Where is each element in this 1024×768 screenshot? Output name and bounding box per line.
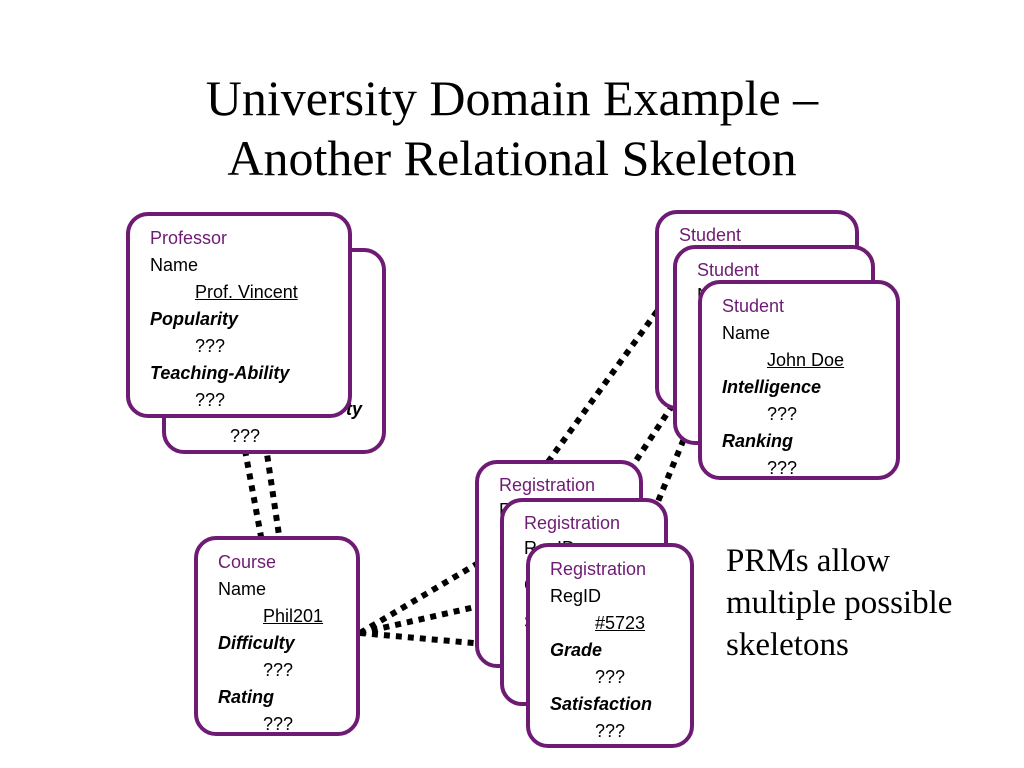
professor-class-label: Professor [150, 228, 228, 248]
professor-teaching-ability-value: ??? [195, 390, 226, 410]
registration-3-grade-value: ??? [595, 667, 626, 687]
student-2-class-label: Student [697, 260, 760, 280]
link-course-registration-3 [359, 630, 531, 651]
course-card[interactable]: Course Name Phil201 Difficulty ??? Ratin… [194, 536, 360, 736]
title-line-2: Another Relational Skeleton [227, 130, 797, 186]
student-1-class-label: Student [679, 225, 742, 245]
student-3-ranking-label: Ranking [722, 431, 794, 451]
registration-1-class-label: Registration [499, 475, 596, 495]
course-name-label: Name [218, 579, 267, 599]
professor-card[interactable]: Professor Name Prof. Vincent Popularity … [126, 212, 352, 418]
course-difficulty-value: ??? [263, 660, 294, 680]
student-3-intelligence-value: ??? [767, 404, 798, 424]
link-professor-front-course [259, 419, 283, 543]
course-rating-label: Rating [218, 687, 274, 707]
student-3-class-label: Student [722, 296, 785, 316]
registration-3-class-label: Registration [550, 559, 647, 579]
student-3-name-value: John Doe [767, 350, 845, 370]
professor-teaching-ability-label: Teaching-Ability [150, 363, 290, 383]
registration-3-satisfaction-value: ??? [595, 721, 626, 741]
registration-3-grade-label: Grade [550, 640, 603, 660]
side-note-line-3: skeletons [726, 627, 849, 663]
professor-popularity-label: Popularity [150, 309, 239, 329]
side-note-line-2: multiple possible [726, 585, 953, 621]
professor-popularity-value: ??? [195, 336, 226, 356]
registration-3-id-value: #5723 [595, 613, 646, 633]
link-professor-back-course [242, 449, 265, 543]
student-3-intelligence-label: Intelligence [722, 377, 822, 397]
title-line-1: University Domain Example – [205, 70, 819, 126]
student-3-ranking-value: ??? [767, 458, 798, 478]
registration-2-class-label: Registration [524, 513, 621, 533]
professor-back-value: ??? [230, 426, 261, 446]
registration-card-3[interactable]: Registration RegID #5723 Grade ??? Satis… [526, 543, 694, 748]
student-3-name-label: Name [722, 323, 771, 343]
course-name-value: Phil201 [263, 606, 324, 626]
registration-3-id-label: RegID [550, 586, 602, 606]
side-note-line-1: PRMs allow [726, 543, 891, 579]
link-registration-1-student-1 [545, 308, 661, 464]
course-rating-value: ??? [263, 714, 294, 734]
professor-name-value: Prof. Vincent [195, 282, 298, 302]
registration-3-satisfaction-label: Satisfaction [550, 694, 653, 714]
course-class-label: Course [218, 552, 277, 572]
side-note: PRMs allow multiple possible skeletons [726, 540, 1016, 666]
link-registration-2-student-2 [607, 398, 679, 502]
course-difficulty-label: Difficulty [218, 633, 295, 653]
student-card-3[interactable]: Student Name John Doe Intelligence ??? R… [698, 280, 900, 480]
professor-name-label: Name [150, 255, 199, 275]
slide-title: University Domain Example – Another Rela… [0, 68, 1024, 188]
